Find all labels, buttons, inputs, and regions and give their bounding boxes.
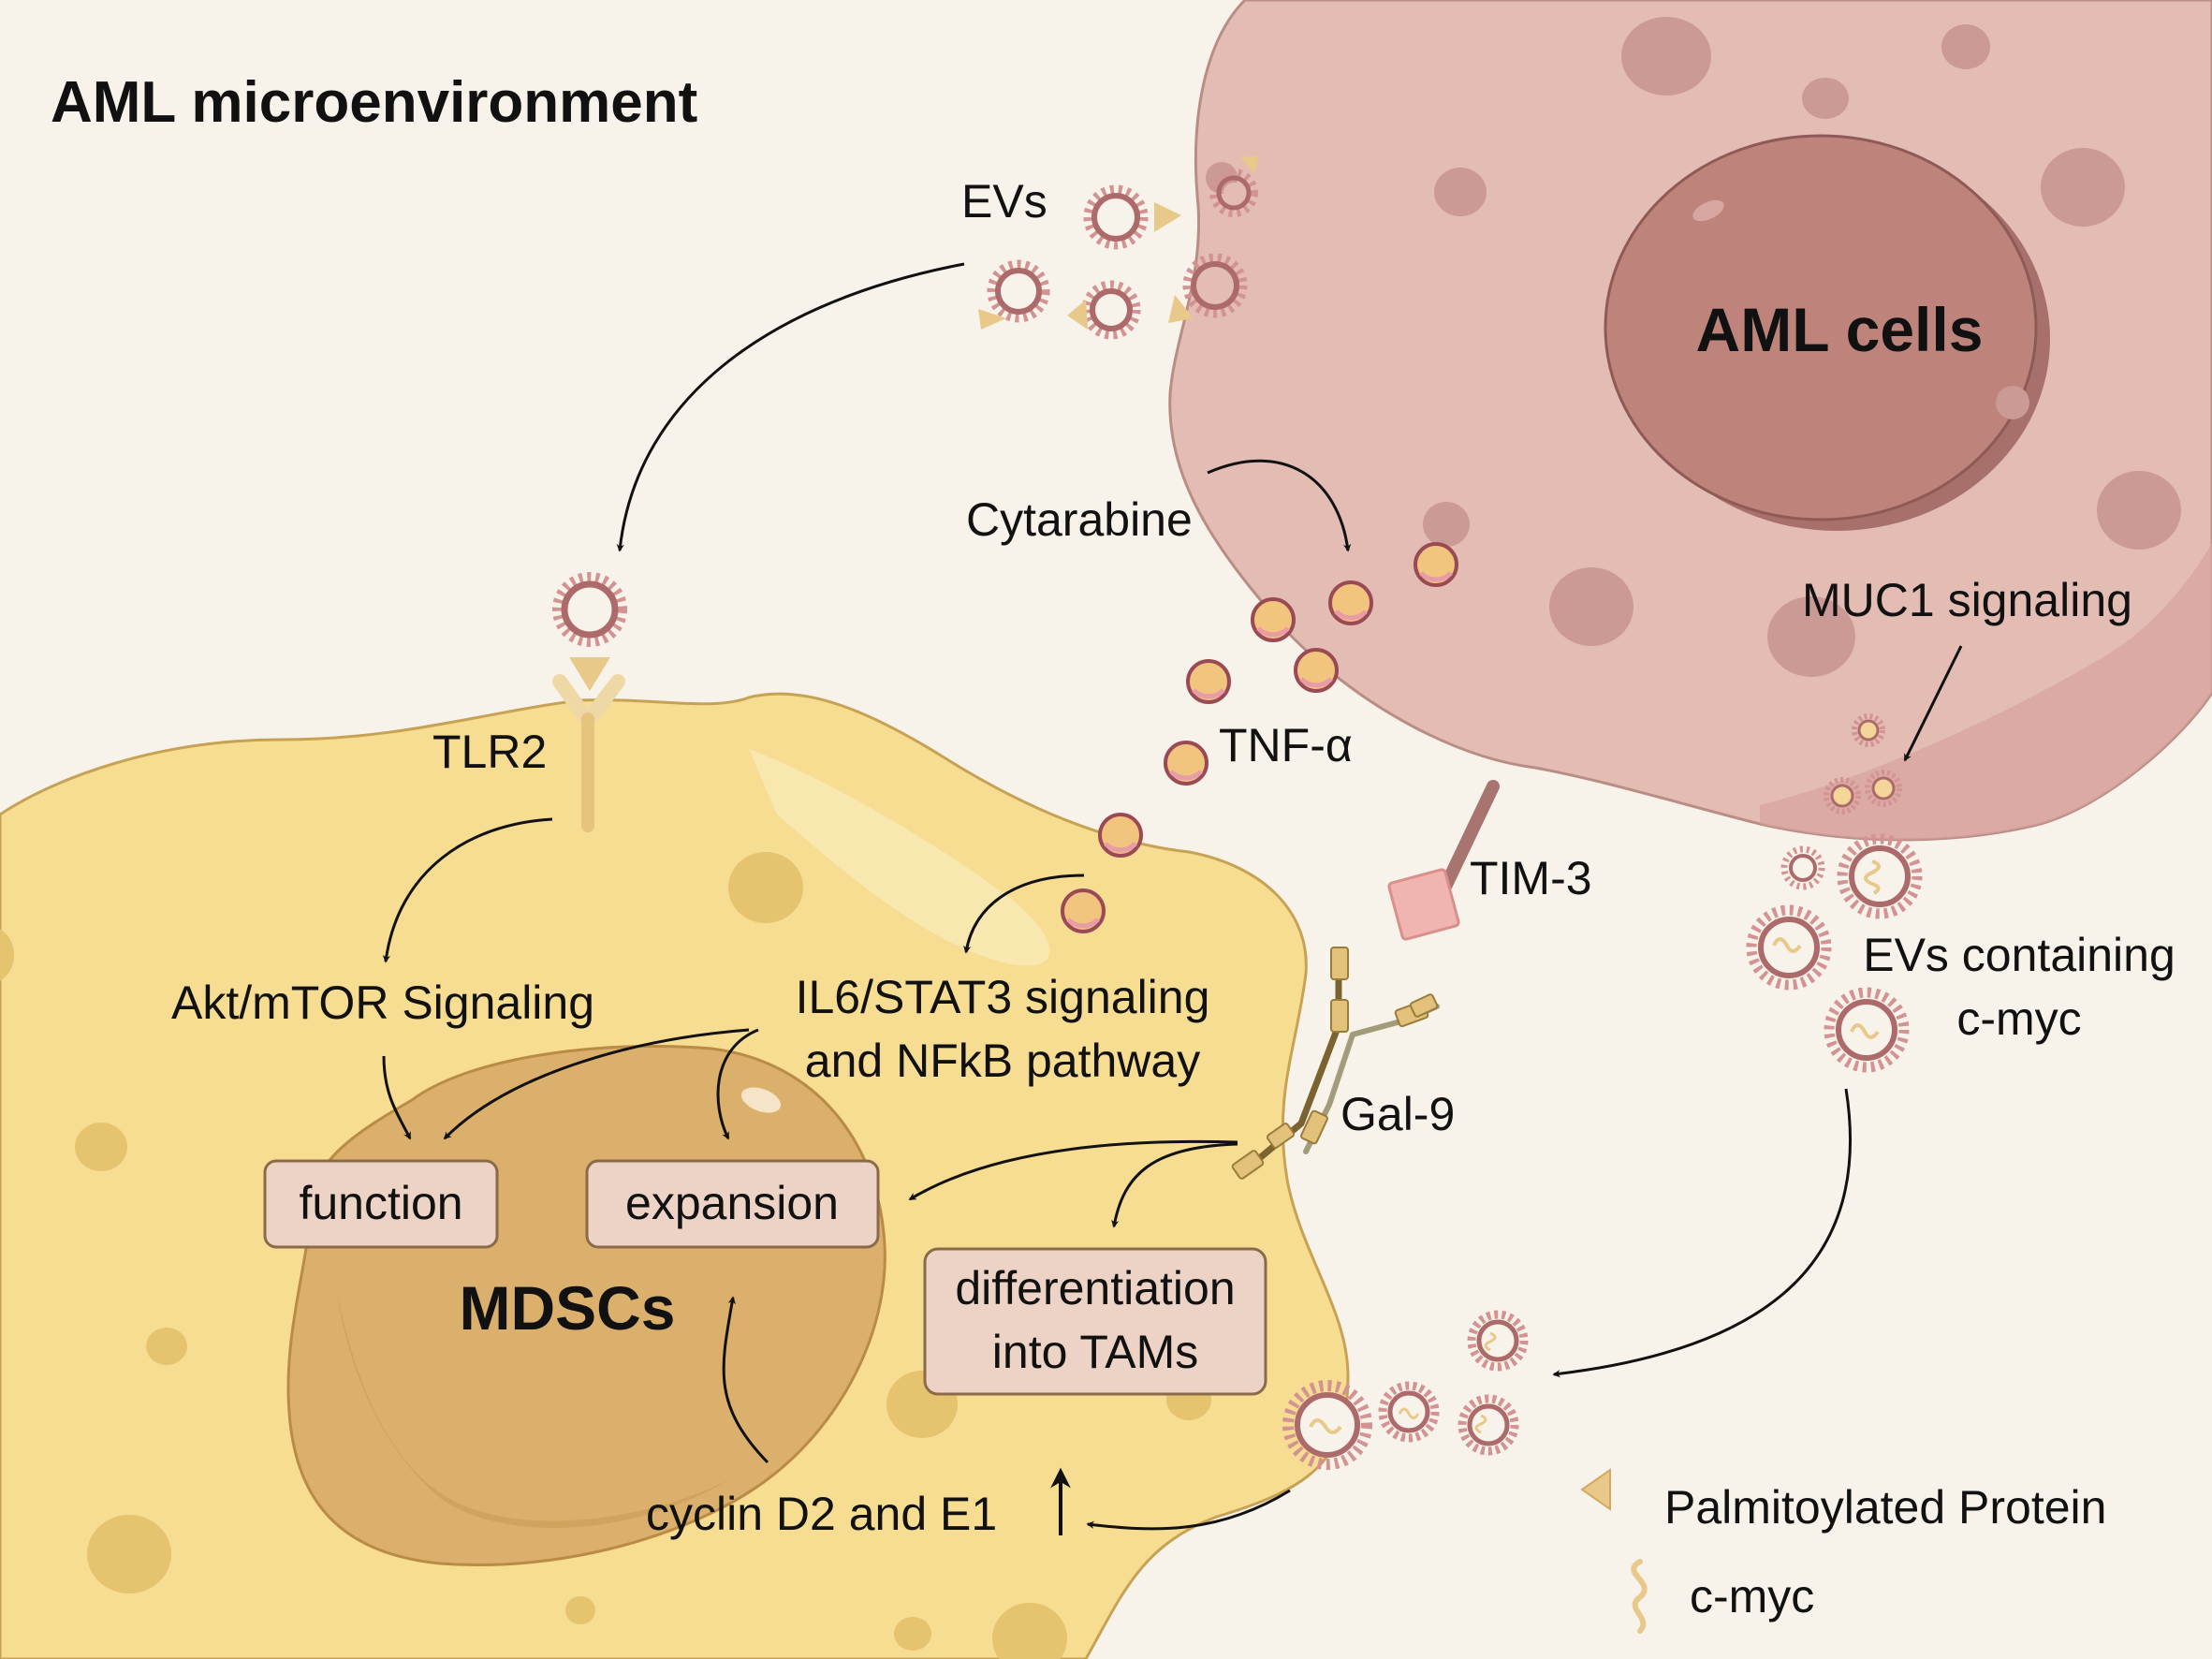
tnf-particle [1061, 888, 1106, 933]
arrow-evs-to-tlr2 [616, 262, 965, 552]
arrow-muc1 [1903, 645, 1963, 762]
tnf-particle [1328, 580, 1373, 625]
ev-vesicle-cmyc [1837, 833, 1923, 919]
tim3-receptor [1387, 780, 1500, 941]
differentiation-box-label-line1: differentiation [955, 1262, 1235, 1314]
c-myc-icon [1631, 1559, 1648, 1634]
aml-nucleus-highlight [1692, 199, 1724, 222]
diagram-title: AML microenvironment [51, 70, 697, 135]
legend: Palmitoylated Protein c-myc [1580, 1468, 2106, 1634]
il6-label-line1: IL6/STAT3 signaling [796, 971, 1210, 1023]
mdsc-highlight [749, 749, 1050, 966]
palmitoylated-protein-icon [1580, 1468, 1611, 1511]
muc1-signaling-label: MUC1 signaling [1802, 574, 2132, 626]
muc1-evs [1824, 713, 1902, 815]
legend-palmitoylated-label: Palmitoylated Protein [1664, 1481, 2106, 1534]
tnf-particle [1414, 542, 1458, 587]
cyclin-label: cyclin D2 and E1 [646, 1488, 997, 1540]
tnf-particle [1294, 648, 1339, 693]
ev-vesicle [1865, 770, 1902, 807]
ev-vesicle [1182, 253, 1248, 318]
ev-vesicle-cmyc [1458, 1394, 1519, 1456]
expansion-box [585, 1159, 880, 1249]
evs-bottom-cluster [1282, 1310, 1529, 1470]
evs-label: EVs [961, 175, 1047, 228]
ev-vesicle [1852, 713, 1885, 747]
arrow-evs-cmyc-to-bottom [1552, 1088, 1852, 1378]
evs-top-cluster [978, 155, 1259, 340]
arrow-tnf-to-il6 [963, 874, 1085, 954]
gal9-molecule [1231, 947, 1440, 1180]
arrow-il6-to-function [443, 1028, 750, 1140]
gal9-label: Gal-9 [1340, 1088, 1455, 1140]
aml-cell [1168, 0, 2212, 842]
ev-vesicle-cmyc [1282, 1380, 1372, 1470]
palmitoylated-protein-icon [978, 155, 1259, 330]
expansion-box-label: expansion [625, 1177, 839, 1229]
evs-cmyc-label-line2: c-myc [1956, 992, 2081, 1045]
ev-vesicle [1209, 169, 1258, 217]
function-box-label: function [299, 1177, 462, 1229]
arrow-gal9-to-differentiation [1111, 1142, 1238, 1228]
tnf-label: TNF-α [1219, 719, 1353, 771]
arrow-cytarabine [1207, 459, 1352, 552]
ev-vesicle-cmyc [1824, 987, 1910, 1073]
aml-cells-label: AML cells [1696, 295, 1984, 364]
function-box [263, 1159, 499, 1249]
ev-vesicle-cmyc [1746, 904, 1832, 991]
il6-label-line2: and NFkB pathway [805, 1035, 1200, 1087]
outcome-boxes [263, 1159, 1267, 1396]
akt-mtor-label: Akt/mTOR Signaling [171, 976, 594, 1029]
differentiation-box [923, 1247, 1267, 1396]
evs-cmyc-cluster [1746, 833, 1923, 1073]
evs-cmyc-label-line1: EVs containing [1863, 929, 2175, 981]
differentiation-box-label-line2: into TAMs [992, 1326, 1198, 1378]
cytarabine-label: Cytarabine [966, 493, 1193, 546]
ev-vesicle-cmyc [1378, 1381, 1440, 1443]
pathway-arrows [382, 262, 1963, 1531]
tnf-particle [1098, 813, 1143, 858]
ev-vesicle [1824, 777, 1861, 815]
tlr2-label: TLR2 [432, 726, 547, 778]
tim3-label: TIM-3 [1470, 852, 1592, 904]
tnf-particle [1164, 741, 1209, 785]
tlr2-receptor [552, 674, 625, 832]
legend-cmyc-label: c-myc [1690, 1570, 1814, 1622]
mdsc-organelles [0, 852, 1211, 1659]
arrow-tlr2-to-akt [382, 817, 553, 963]
arrow-akt-to-function [382, 1055, 412, 1140]
aml-nucleus [1604, 134, 2038, 521]
ev-vesicle-cmyc [1467, 1310, 1529, 1372]
mdsc-nucleus-highlight [740, 1087, 782, 1113]
ev-vesicle-tlr2 [552, 572, 627, 647]
aml-organelles [1206, 17, 2181, 677]
tnf-particles [1061, 542, 1458, 933]
mdscs-label: MDSCs [459, 1273, 675, 1343]
arrow-gal9-to-expansion [908, 1139, 1238, 1201]
ev-vesicle-cmyc [1780, 845, 1825, 890]
tnf-particle [1186, 659, 1231, 704]
arrow-evs-to-cyclin [1086, 1489, 1291, 1531]
arrow-cyclin-to-expansion [722, 1296, 769, 1464]
tnf-particle [1251, 597, 1296, 642]
palmitoylated-protein-icon [569, 657, 610, 691]
ev-vesicle [987, 259, 1050, 323]
ev-vesicle [1083, 184, 1149, 250]
arrow-il6-to-expansion [716, 1028, 759, 1140]
aml-cell-fold [1760, 543, 2212, 840]
